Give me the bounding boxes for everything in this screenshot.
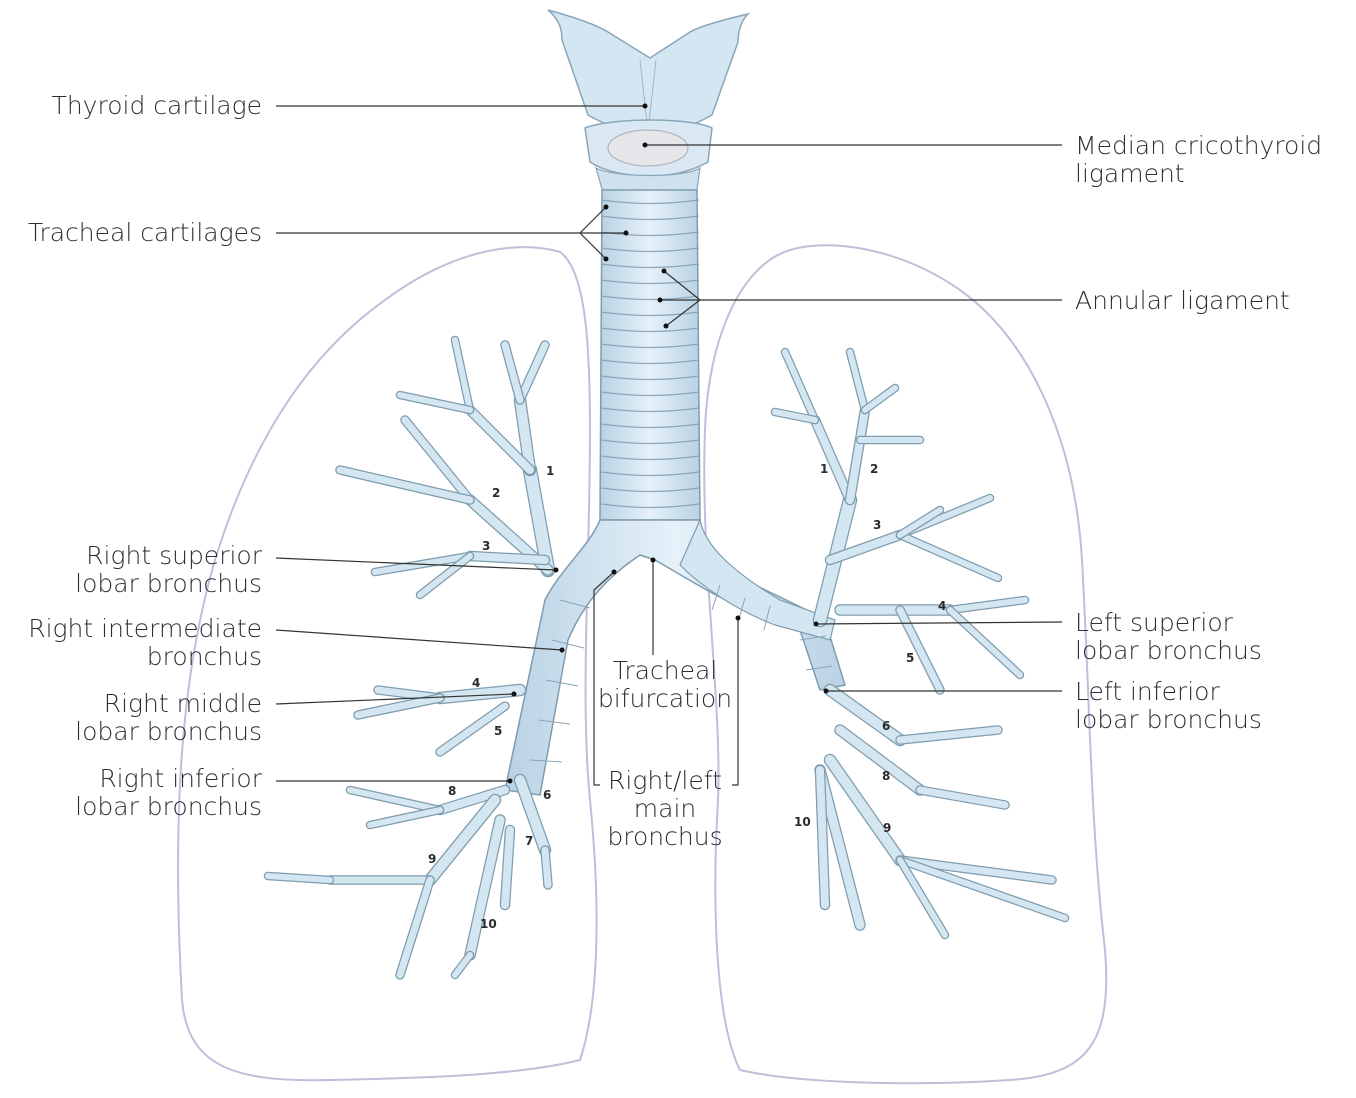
- seg-r-8: 8: [448, 784, 456, 798]
- label-right-superior-lobar-bronchus: Right superior lobar bronchus: [75, 542, 262, 598]
- seg-l-1: 1: [820, 462, 828, 476]
- seg-r-6: 6: [543, 788, 551, 802]
- label-median-cricothyroid-ligament: Median cricothyroid ligament: [1075, 132, 1322, 188]
- seg-r-4: 4: [472, 676, 480, 690]
- seg-l-5: 5: [906, 651, 914, 665]
- seg-l-8: 8: [882, 769, 890, 783]
- label-left-superior-lobar-bronchus: Left superior lobar bronchus: [1075, 609, 1262, 665]
- label-right-middle-lobar-bronchus: Right middle lobar bronchus: [75, 690, 262, 746]
- label-tracheal-cartilages: Tracheal cartilages: [28, 219, 262, 247]
- seg-l-3: 3: [873, 518, 881, 532]
- seg-r-3: 3: [482, 539, 490, 553]
- label-right-inferior-lobar-bronchus: Right inferior lobar bronchus: [75, 765, 262, 821]
- label-right-intermediate-bronchus: Right intermediate bronchus: [28, 615, 262, 671]
- seg-l-4: 4: [938, 599, 946, 613]
- seg-r-2: 2: [492, 486, 500, 500]
- trachea: [600, 190, 700, 520]
- seg-r-10: 10: [480, 917, 497, 931]
- label-annular-ligament: Annular ligament: [1075, 287, 1290, 315]
- seg-l-2: 2: [870, 462, 878, 476]
- seg-l-6: 6: [882, 719, 890, 733]
- seg-r-1: 1: [546, 464, 554, 478]
- seg-r-7: 7: [525, 834, 533, 848]
- seg-l-10: 10: [794, 815, 811, 829]
- label-left-inferior-lobar-bronchus: Left inferior lobar bronchus: [1075, 678, 1262, 734]
- thyroid-cartilage-shape: [548, 10, 748, 132]
- seg-r-9: 9: [428, 852, 436, 866]
- seg-r-5: 5: [494, 724, 502, 738]
- seg-l-9: 9: [883, 821, 891, 835]
- label-main-bronchus: Right/left main bronchus: [585, 767, 745, 851]
- label-thyroid-cartilage: Thyroid cartilage: [52, 92, 262, 120]
- label-tracheal-bifurcation: Tracheal bifurcation: [585, 657, 745, 713]
